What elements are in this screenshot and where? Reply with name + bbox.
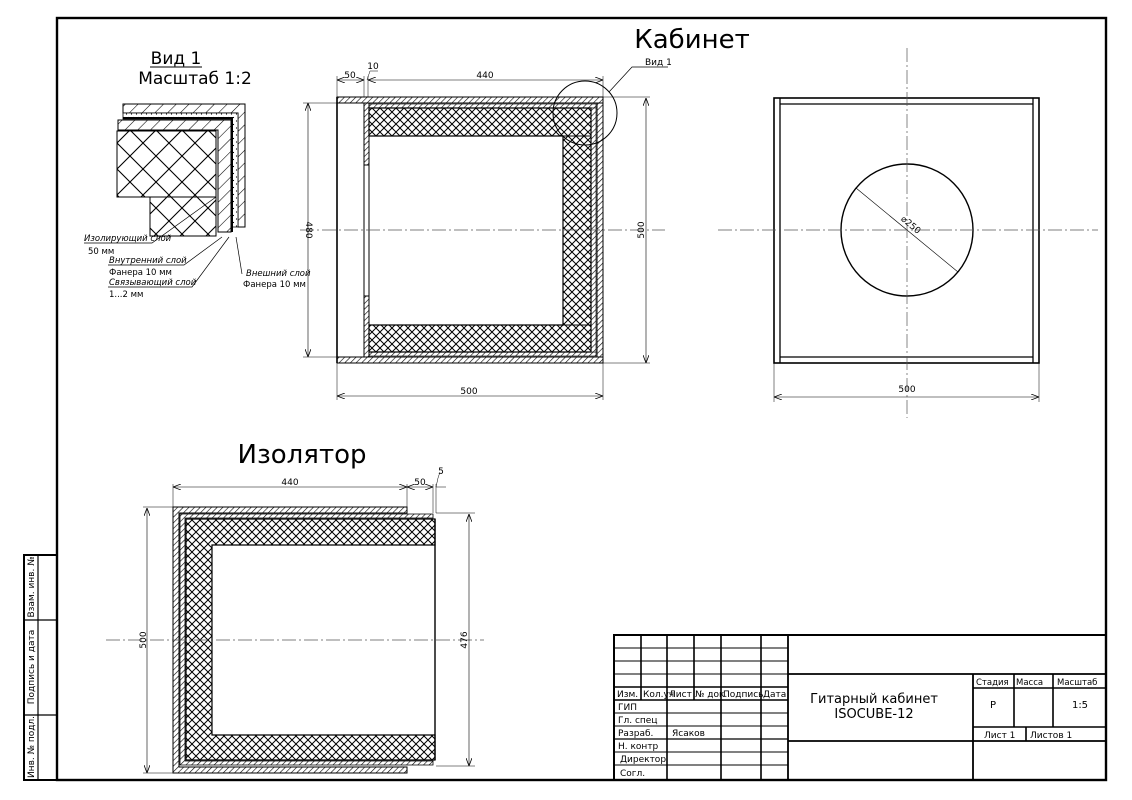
side-field-signature: Подпись и дата — [27, 630, 37, 705]
detail-callout-label: Вид 1 — [645, 58, 672, 68]
detail-callout-leader — [608, 66, 668, 93]
tb-sheet-label: Лист 1 — [984, 731, 1015, 741]
dim-iz-476: 476 — [460, 631, 470, 648]
tb-scale-value: 1:5 — [1072, 700, 1088, 711]
title-block-text: Изм. Кол.уч Лист № док. Подпись Дата ГИП… — [617, 678, 1097, 779]
tb-product-name: Гитарный кабинет — [810, 692, 938, 707]
kabinet-baffle-gap — [363, 164, 370, 297]
izolyator-outer-shell — [172, 506, 408, 774]
dim-iz-500: 500 — [139, 631, 149, 648]
tb-sheets-label: Листов 1 — [1030, 731, 1072, 741]
label-insulating-layer: Изолирующий слой — [84, 234, 172, 244]
side-field-inventory: Инв. № подл. — [27, 716, 37, 778]
tb-role-developer: Разраб. — [618, 729, 653, 739]
detail-inner-layer — [117, 119, 232, 233]
izolyator-section-view: Изолятор 440 50 5 500 476 — [106, 440, 484, 774]
tb-stage-label: Стадия — [976, 678, 1009, 688]
dim-iz-50: 50 — [414, 478, 426, 488]
kabinet-section-view: Кабинет Вид 1 50 10 44 — [300, 25, 750, 400]
label-insulating-thickness: 50 мм — [88, 247, 114, 257]
tb-role-norm-control: Н. контр — [618, 742, 659, 752]
izolyator-title: Изолятор — [238, 440, 367, 470]
dim-kabinet-10: 10 — [367, 62, 379, 72]
izolyator-insulation — [185, 518, 436, 761]
detail-glue-line — [123, 117, 233, 232]
tb-role-director: Директор — [620, 755, 666, 765]
tb-scale-label: Масштаб — [1057, 678, 1097, 688]
tb-product-code: ISOCUBE-12 — [834, 707, 913, 722]
detail-view-scale: Масштаб 1:2 — [138, 69, 252, 89]
dim-leader-10 — [366, 70, 378, 81]
label-binding-thickness: 1...2 мм — [109, 290, 143, 300]
kabinet-baffle-bottom — [363, 295, 370, 358]
tb-header-date: Дата — [763, 690, 786, 700]
dim-kabinet-50: 50 — [344, 71, 356, 81]
detail-view: Вид 1 Масштаб 1:2 Изолирующий слой 50 мм… — [84, 49, 311, 300]
dim-kabinet-440: 440 — [476, 71, 493, 81]
label-inner-material: Фанера 10 мм — [109, 268, 172, 278]
kabinet-title: Кабинет — [634, 25, 749, 55]
leader-binding — [108, 236, 230, 288]
leader-insulating — [84, 196, 217, 244]
side-strip: Взам. инв. № Подпись и дата Инв. № подл. — [23, 554, 58, 781]
detail-view-title: Вид 1 — [151, 49, 202, 69]
title-block — [613, 634, 1107, 781]
dim-kabinet-500-right: 500 — [637, 221, 647, 238]
sheet-frame — [55, 16, 1108, 782]
kabinet-baffle-top — [363, 102, 370, 166]
label-binding-layer: Связывающий слой — [109, 278, 197, 288]
dim-front-500: 500 — [898, 385, 915, 395]
detail-insulation — [116, 130, 217, 237]
dim-kabinet-500-bottom: 500 — [460, 387, 477, 397]
tb-header-izm: Изм. — [617, 690, 638, 700]
tb-header-sign: Подпись — [723, 690, 763, 700]
label-outer-material: Фанера 10 мм — [243, 280, 306, 290]
tb-header-list: Лист — [669, 690, 692, 700]
kabinet-top-plate — [336, 96, 604, 104]
tb-mass-label: Масса — [1016, 678, 1043, 688]
izolyator-inner-shell — [179, 513, 434, 766]
label-outer-layer: Внешний слой — [246, 269, 311, 279]
title-block-frame — [613, 634, 1107, 781]
tb-header-kolich: Кол.уч — [643, 690, 674, 700]
dim-iz-440: 440 — [281, 478, 298, 488]
leader-inner — [108, 236, 223, 266]
dim-kabinet-480: 480 — [303, 221, 313, 238]
tb-header-doc: № док. — [695, 690, 727, 700]
dim-leader-5 — [435, 471, 441, 488]
tb-developer-name: Ясаков — [672, 729, 705, 739]
front-outer — [773, 97, 1040, 364]
tb-stage-value: Р — [990, 700, 996, 711]
tb-role-chief-spec: Гл. спец — [618, 716, 657, 726]
kabinet-bottom-plate — [336, 356, 604, 364]
leader-outer — [235, 236, 243, 275]
dim-iz-5: 5 — [438, 467, 444, 477]
side-field-replacement: Взам. инв. № — [27, 556, 37, 617]
tb-role-gip: ГИП — [618, 703, 637, 713]
kabinet-insulation — [368, 107, 592, 353]
label-inner-layer: Внутренний слой — [109, 256, 187, 266]
kabinet-front-view: ⌀250 500 — [718, 48, 1098, 418]
side-strip-frame — [23, 554, 58, 781]
tb-role-approved: Согл. — [620, 769, 645, 779]
